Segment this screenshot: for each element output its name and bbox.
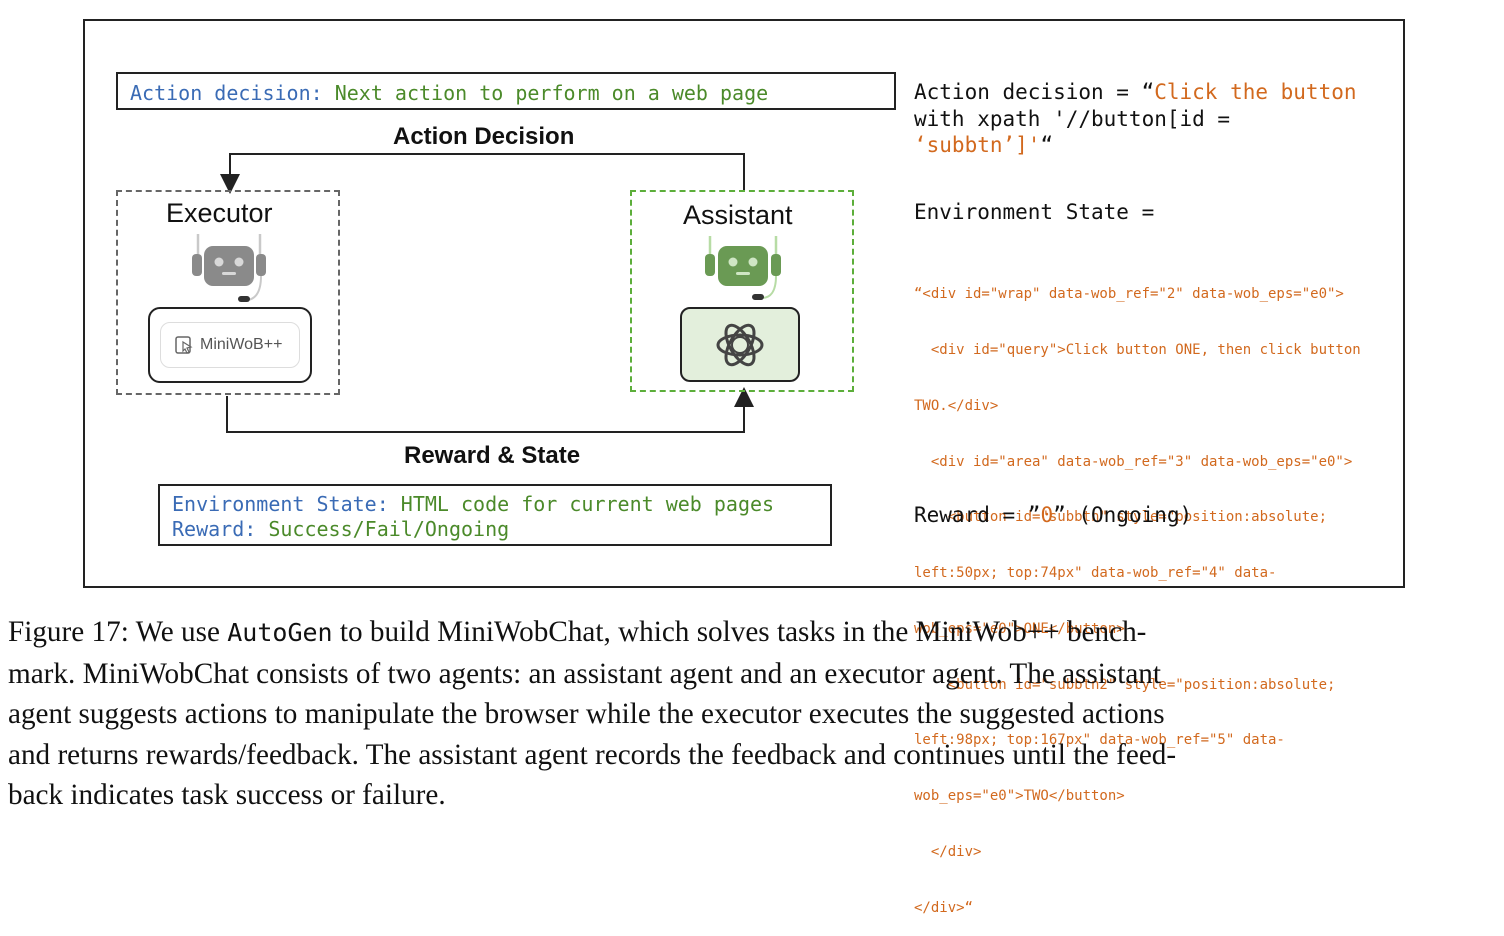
code-line: left:50px; top:74px" data-wob_ref="4" da… xyxy=(914,565,1277,582)
environment-state-heading: Environment State = xyxy=(914,200,1155,224)
caption-line-3: agent suggests actions to manipulate the… xyxy=(8,698,1165,730)
code-line: <button id="subbtn2" style="position:abs… xyxy=(914,676,1336,693)
environment-state-line: Environment State: HTML code for current… xyxy=(172,492,774,516)
action-decision-heading: Action Decision xyxy=(393,123,575,150)
figure-caption: Figure 17: We use AutoGen to build MiniW… xyxy=(8,612,1496,816)
code-line: </div> xyxy=(914,844,982,860)
executor-title: Executor xyxy=(166,198,273,228)
caption-line-4: and returns rewards/feedback. The assist… xyxy=(8,738,1177,771)
code-line: <div id="query">Click button ONE, then c… xyxy=(914,341,1361,358)
action-decision-value-line3: ‘subbtn’]'“ xyxy=(914,133,1053,157)
connector-arrows xyxy=(220,153,754,433)
reward-prefix: Reward = ” xyxy=(914,503,1041,527)
caption-line-2: mark. MiniWobChat consists of two agents… xyxy=(8,657,1162,690)
environment-state-text: HTML code for current web pages xyxy=(400,492,775,516)
reward-state-heading: Reward & State xyxy=(404,442,581,469)
openai-logo-icon xyxy=(716,323,764,367)
reward-state-arrow xyxy=(226,387,754,433)
code-line: wob_eps="e0">ONE</button> xyxy=(914,620,1125,637)
figure-frame xyxy=(83,19,1405,588)
action-decision-value-line2: with xpath '//button[id = xyxy=(914,107,1231,131)
miniwob-label: MiniWoB++ xyxy=(200,336,283,353)
code-line: “<div id="wrap" data-wob_ref="2" data-wo… xyxy=(914,286,1344,303)
environment-state-label: Environment State: xyxy=(172,492,389,516)
environment-state-box: Environment State: HTML code for current… xyxy=(158,484,832,546)
reward-label: Reward: xyxy=(172,517,257,541)
code-line: left:98px; top:167px" data-wob_ref="5" d… xyxy=(914,732,1285,749)
code-line: <button id="subbtn" style="position:abso… xyxy=(914,509,1328,526)
executor-agent-box xyxy=(116,190,340,395)
caption-line-5: back indicates task success or failure. xyxy=(8,779,446,811)
action-decision-arrow xyxy=(220,153,745,194)
reward-text: Success/Fail/Ongoing xyxy=(268,517,510,541)
code-line: TWO.</div> xyxy=(914,397,999,414)
llm-card xyxy=(680,307,800,382)
miniwob-logo-icon xyxy=(175,336,193,354)
action-decision-value-text: Click the button xyxy=(1154,80,1357,104)
caption-text: Figure 17: We use xyxy=(8,616,228,648)
assistant-robot-icon xyxy=(705,236,781,300)
caption-line-1: Figure 17: We use AutoGen to build MiniW… xyxy=(8,612,1496,654)
action-decision-xpath-end: ‘subbtn’]' xyxy=(914,133,1041,157)
miniwob-card xyxy=(148,307,312,383)
environment-state-code: “<div id="wrap" data-wob_ref="2" data-wo… xyxy=(914,248,1361,936)
action-decision-text: Next action to perform on a web page xyxy=(334,81,769,105)
action-decision-prefix: Action decision = “ xyxy=(914,80,1155,104)
reward-value-line: Reward = ”0” (Ongoing) xyxy=(914,503,1192,527)
action-decision-box: Action decision: Next action to perform … xyxy=(116,72,896,110)
executor-robot-icon xyxy=(192,234,266,302)
assistant-agent-box xyxy=(630,190,854,392)
action-decision-suffix: “ xyxy=(1040,133,1054,157)
action-decision-value-line1: Action decision = “Click the button xyxy=(914,80,1357,104)
reward-value: 0 xyxy=(1040,503,1054,527)
code-line: </div>“ xyxy=(914,899,974,916)
reward-line: Reward: Success/Fail/Ongoing xyxy=(172,517,509,541)
caption-text: to build MiniWobChat, which solves tasks… xyxy=(332,616,1147,648)
assistant-title: Assistant xyxy=(683,200,793,230)
action-decision-label: Action decision: xyxy=(130,81,323,105)
caption-code: AutoGen xyxy=(227,618,333,647)
miniwob-inner-badge xyxy=(160,322,300,368)
action-decision-line: Action decision: Next action to perform … xyxy=(130,81,768,105)
code-line: wob_eps="e0">TWO</button> xyxy=(914,788,1125,805)
code-line: <div id="area" data-wob_ref="3" data-wob… xyxy=(914,453,1353,470)
reward-suffix: ” (Ongoing) xyxy=(1053,503,1193,527)
